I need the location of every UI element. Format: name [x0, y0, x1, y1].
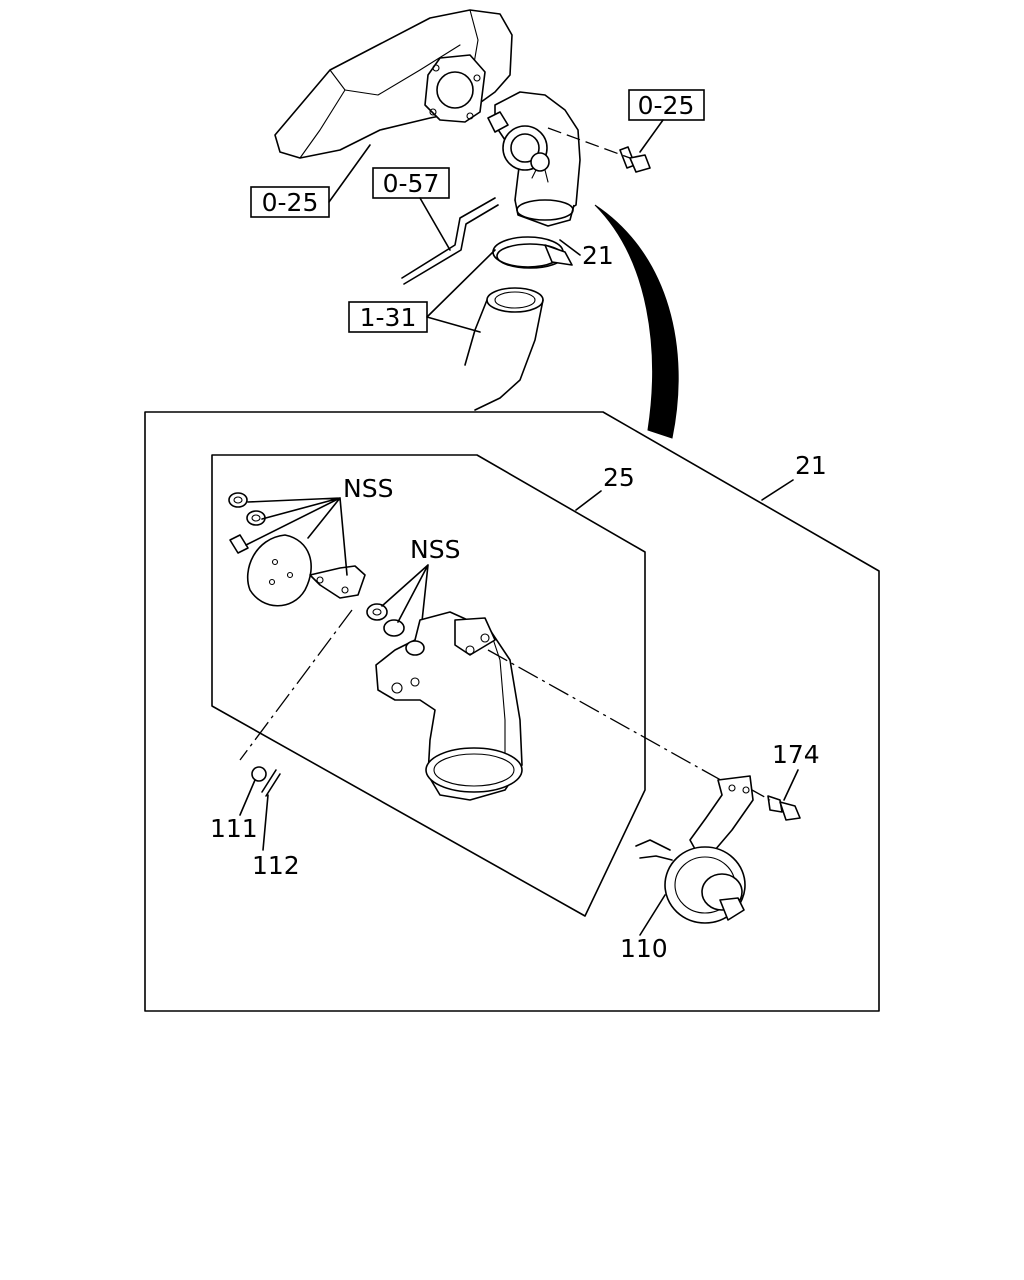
- bolt-174: [767, 795, 801, 821]
- leader-0-57: [419, 197, 451, 251]
- callout-1-31: 1-31: [360, 303, 417, 332]
- callout-box-1-31: 1-31: [348, 301, 428, 333]
- bushing-nss-2: [383, 619, 405, 637]
- bushing-nss-1: [366, 603, 388, 621]
- actuator-bracket: [689, 775, 754, 859]
- label-111: 111: [210, 814, 258, 843]
- callout-0-25-top: 0-25: [638, 91, 695, 120]
- label-110: 110: [620, 934, 668, 963]
- label-25: 25: [603, 463, 635, 492]
- label-21-top: 21: [582, 241, 614, 270]
- manifold-flange: [424, 54, 486, 123]
- label-nss-2: NSS: [410, 535, 460, 564]
- callout-box-0-25-left: 0-25: [250, 186, 330, 218]
- leader-dashed-174: [751, 789, 771, 801]
- leader-0-25-top: [639, 119, 664, 153]
- leader-dashed-bolt: [547, 127, 631, 159]
- leader-112: [262, 794, 269, 851]
- bolt-nss: [229, 534, 249, 554]
- valve-plate: [246, 534, 312, 607]
- washer-nss: [246, 510, 266, 526]
- clamp-ring: [492, 236, 573, 269]
- detail-arrow: [594, 204, 679, 439]
- exhaust-brake-elbow: [487, 91, 581, 227]
- detail-frame-21: [144, 411, 880, 1012]
- washer-111: [251, 766, 267, 782]
- center-line-lever: [239, 609, 353, 761]
- leader-25: [575, 490, 602, 511]
- leader-1-31: [426, 249, 496, 333]
- leader-21-top: [559, 239, 581, 256]
- label-21-frame: 21: [795, 451, 827, 480]
- bolt-upper: [619, 146, 651, 173]
- label-112: 112: [252, 851, 300, 880]
- label-174: 174: [772, 740, 820, 769]
- leader-0-25-left: [328, 144, 371, 203]
- cotter-pin-112: [261, 769, 281, 797]
- leader-174: [783, 769, 799, 801]
- callout-0-25-left: 0-25: [262, 188, 319, 217]
- detail-frame-25: [211, 454, 646, 917]
- actuator-chamber-110: [635, 839, 746, 924]
- center-line-actuator: [487, 649, 736, 789]
- leader-110: [639, 894, 666, 936]
- callout-box-0-57: 0-57: [372, 167, 450, 199]
- label-nss-1: NSS: [343, 474, 393, 503]
- valve-body-housing: [375, 611, 523, 801]
- callout-0-57: 0-57: [383, 169, 440, 198]
- nut-nss-1: [228, 492, 248, 508]
- leader-nss-1: [245, 497, 348, 576]
- valve-lever: [309, 565, 366, 599]
- exhaust-pipe: [464, 287, 544, 411]
- leader-111: [239, 779, 256, 816]
- vacuum-hose: [401, 197, 499, 285]
- leader-21-frame: [761, 479, 794, 501]
- callout-box-0-25-top: 0-25: [628, 89, 705, 121]
